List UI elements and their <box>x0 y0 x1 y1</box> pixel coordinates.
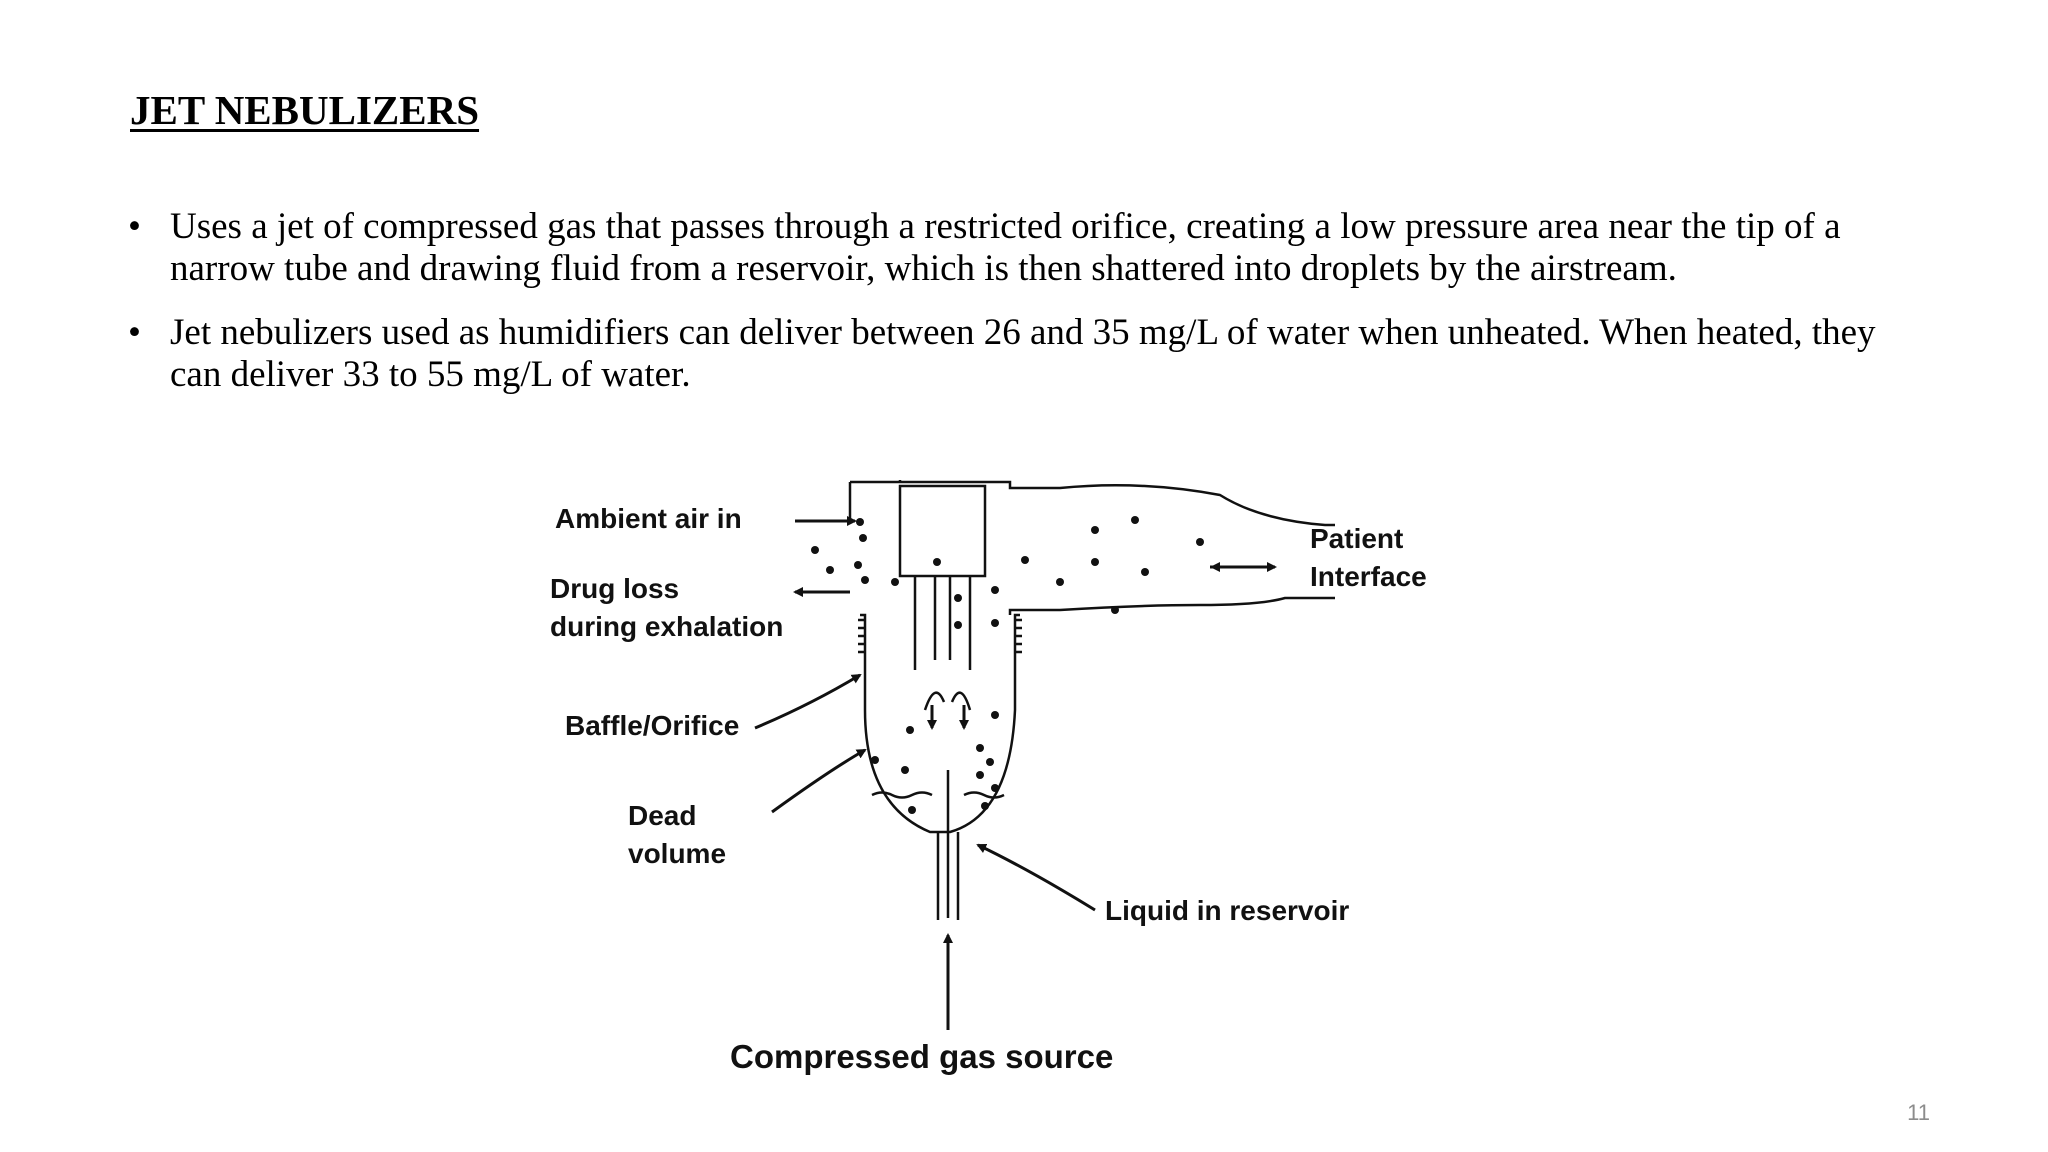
bullet-text: Jet nebulizers used as humidifiers can d… <box>170 312 1876 395</box>
diagram-arrows <box>754 516 1277 1030</box>
bullet-item: • Uses a jet of compressed gas that pass… <box>128 206 1908 290</box>
label-volume: volume <box>628 838 726 869</box>
label-baffle-orifice: Baffle/Orifice <box>565 710 739 741</box>
nebulizer-housing <box>848 480 1335 920</box>
page-number: 11 <box>1907 1100 1930 1125</box>
label-drug-loss: Drug loss <box>550 573 679 604</box>
label-dead: Dead <box>628 800 696 831</box>
label-interface: Interface <box>1310 561 1427 592</box>
slide-title: JET NEBULIZERS <box>130 87 480 133</box>
bullet-text: Uses a jet of compressed gas that passes… <box>170 206 1841 289</box>
label-liquid-reservoir: Liquid in reservoir <box>1105 895 1349 926</box>
label-during-exhalation: during exhalation <box>550 611 783 642</box>
bullet-list: • Uses a jet of compressed gas that pass… <box>128 206 1908 418</box>
bullet-item: • Jet nebulizers used as humidifiers can… <box>128 312 1908 396</box>
label-ambient-air: Ambient air in <box>555 503 742 534</box>
label-compressed-gas-source: Compressed gas source <box>730 1038 1113 1075</box>
jet-nebulizer-diagram: Ambient air in Drug loss during exhalati… <box>550 480 1427 1075</box>
bullet-symbol: • <box>128 206 141 247</box>
label-patient: Patient <box>1310 523 1403 554</box>
bullet-symbol: • <box>128 312 141 353</box>
droplets <box>811 516 1204 814</box>
